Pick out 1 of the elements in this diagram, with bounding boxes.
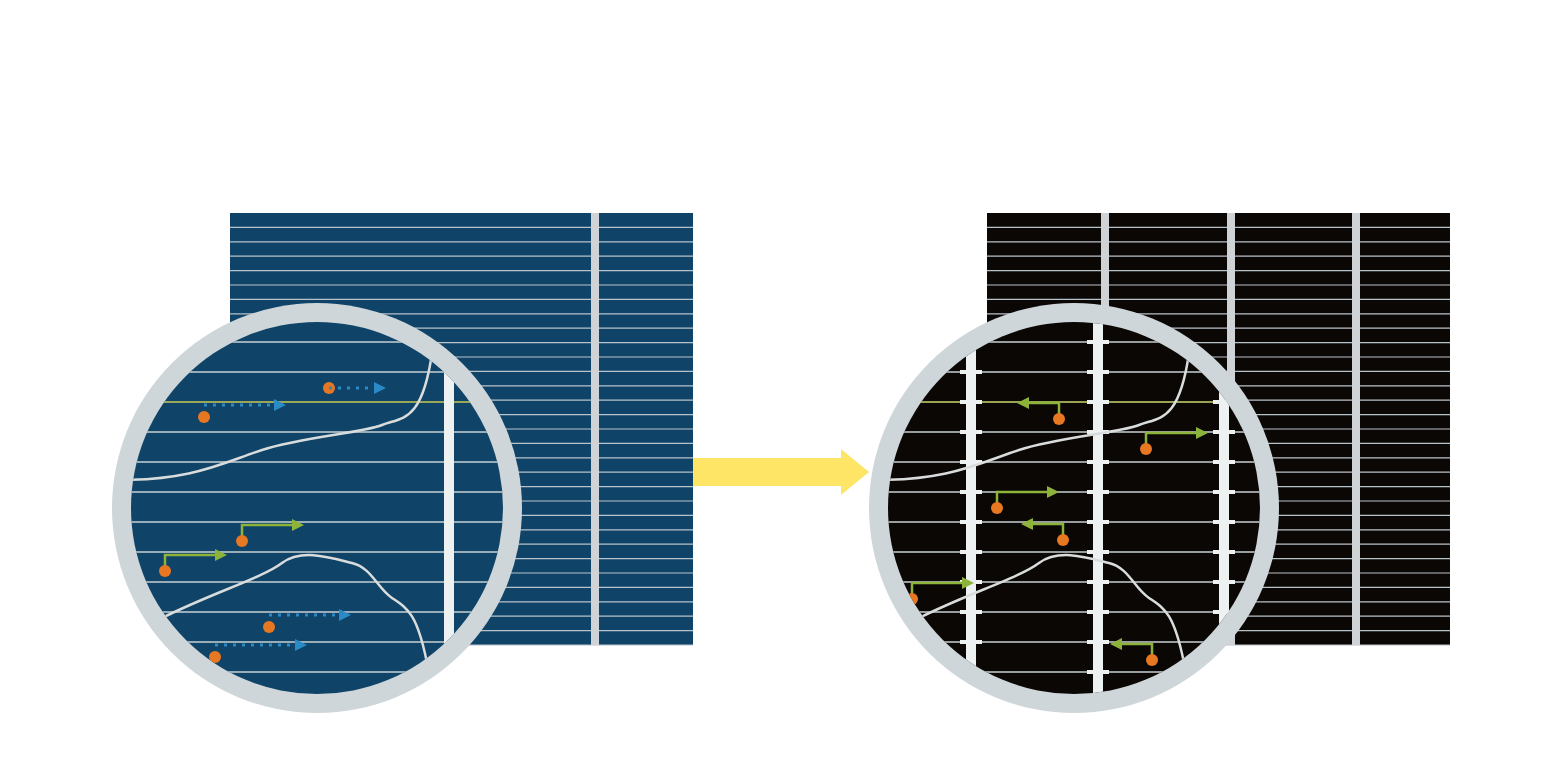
block-arrow (693, 449, 869, 495)
